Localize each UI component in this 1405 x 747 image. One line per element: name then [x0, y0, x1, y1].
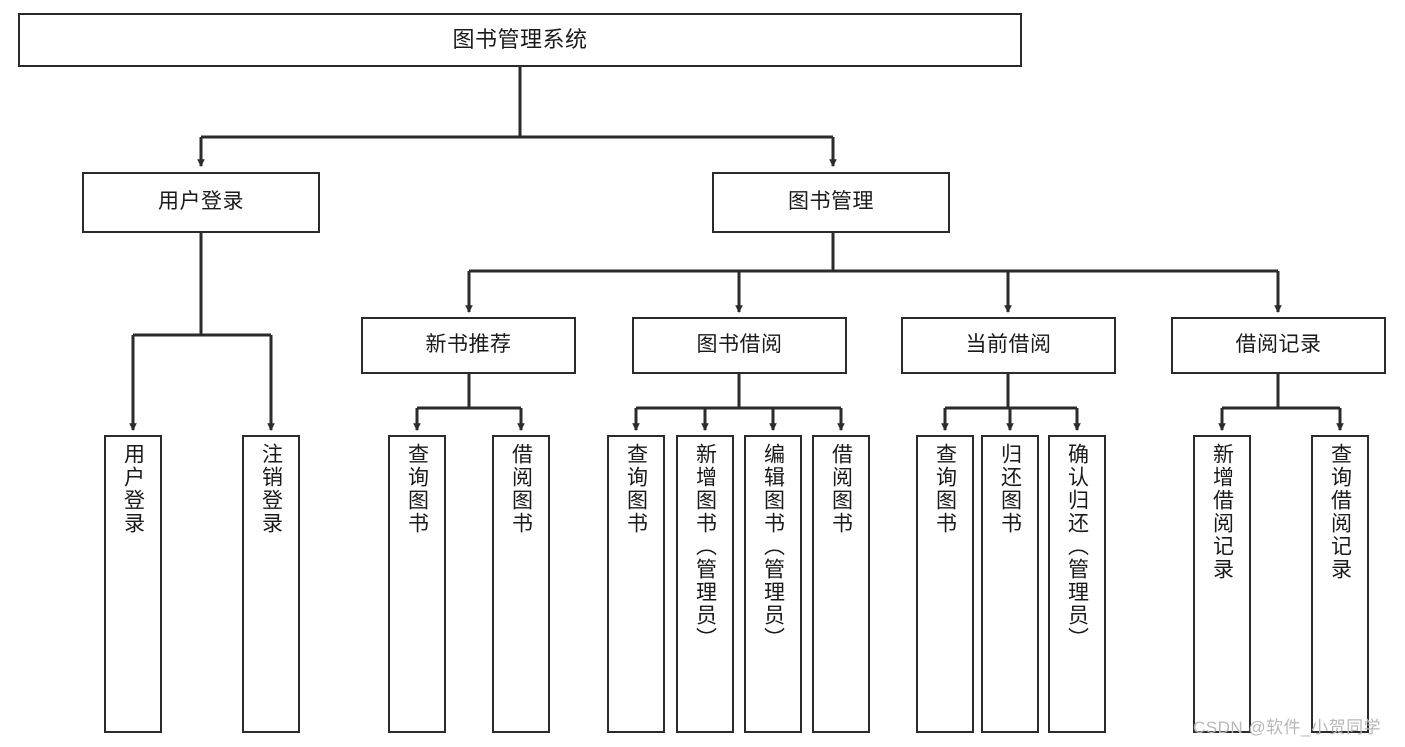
node-book-borrow[interactable]: 图书借阅 — [632, 317, 847, 374]
node-new-book-recommend-label: 新书推荐 — [425, 333, 512, 357]
node-book-borrow-label: 图书借阅 — [696, 333, 783, 357]
node-book-management[interactable]: 图书管理 — [712, 172, 950, 233]
leaf-current-confirm-return[interactable]: 确认归还（管理员） — [1048, 435, 1106, 733]
leaf-user-login[interactable]: 用户登录 — [104, 435, 162, 733]
node-borrow-record[interactable]: 借阅记录 — [1171, 317, 1386, 374]
node-user-login[interactable]: 用户登录 — [82, 172, 320, 233]
leaf-user-logout-label: 注销登录 — [259, 443, 283, 535]
leaf-borrow-edit-book-label: 编辑图书（管理员） — [761, 443, 785, 650]
leaf-borrow-add-book-label: 新增图书（管理员） — [693, 443, 717, 650]
watermark-text: CSDN @软件_小贺同学 — [1193, 718, 1382, 737]
leaf-borrow-do-borrow[interactable]: 借阅图书 — [812, 435, 870, 733]
node-user-login-label: 用户登录 — [158, 190, 244, 214]
leaf-current-query-book-label: 查询图书 — [933, 443, 957, 535]
node-borrow-record-label: 借阅记录 — [1235, 333, 1322, 357]
leaf-recommend-query-book-label: 查询图书 — [405, 443, 429, 535]
node-new-book-recommend[interactable]: 新书推荐 — [361, 317, 576, 374]
leaf-current-return-book-label: 归还图书 — [998, 443, 1022, 535]
leaf-user-logout[interactable]: 注销登录 — [242, 435, 300, 733]
leaf-user-login-label: 用户登录 — [121, 443, 145, 535]
leaf-borrow-edit-book[interactable]: 编辑图书（管理员） — [744, 435, 802, 733]
leaf-recommend-query-book[interactable]: 查询图书 — [388, 435, 446, 733]
leaf-recommend-borrow-book[interactable]: 借阅图书 — [492, 435, 550, 733]
node-current-borrow-label: 当前借阅 — [965, 333, 1052, 357]
leaf-current-return-book[interactable]: 归还图书 — [981, 435, 1039, 733]
leaf-record-query-label: 查询借阅记录 — [1328, 443, 1352, 581]
node-current-borrow[interactable]: 当前借阅 — [901, 317, 1116, 374]
node-book-management-label: 图书管理 — [788, 190, 874, 214]
leaf-borrow-do-borrow-label: 借阅图书 — [829, 443, 853, 535]
leaf-borrow-query-book-label: 查询图书 — [624, 443, 648, 535]
leaf-record-add[interactable]: 新增借阅记录 — [1193, 435, 1251, 733]
leaf-current-confirm-return-label: 确认归还（管理员） — [1065, 443, 1089, 650]
leaf-record-query[interactable]: 查询借阅记录 — [1311, 435, 1369, 733]
leaf-recommend-borrow-book-label: 借阅图书 — [509, 443, 533, 535]
leaf-borrow-query-book[interactable]: 查询图书 — [607, 435, 665, 733]
leaf-borrow-add-book[interactable]: 新增图书（管理员） — [676, 435, 734, 733]
node-root[interactable]: 图书管理系统 — [18, 13, 1022, 67]
node-root-label: 图书管理系统 — [452, 27, 588, 53]
leaf-record-add-label: 新增借阅记录 — [1210, 443, 1234, 581]
leaf-current-query-book[interactable]: 查询图书 — [916, 435, 974, 733]
